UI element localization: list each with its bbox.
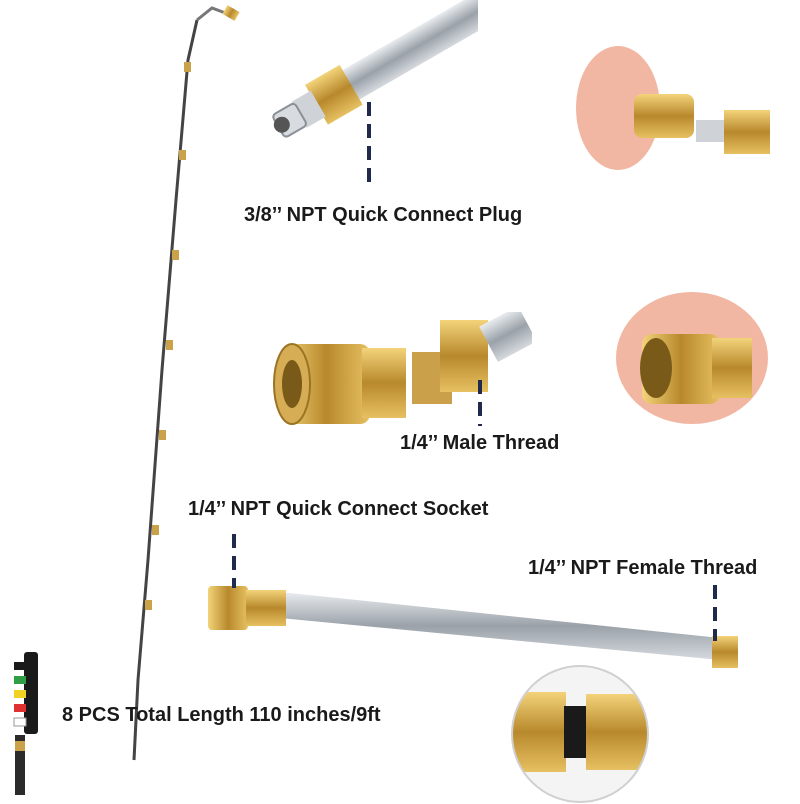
female-thread-closeup-photo [511,665,649,803]
socket-and-male-thread-photo [273,312,532,425]
label-quick-connect-plug: 3/8’’ NPT Quick Connect Plug [244,204,523,226]
nozzle-holder [13,652,38,734]
quick-connect-plug-photo [272,0,478,138]
dashed-pointer-female-thread [713,585,717,641]
hand-plug-photo [576,46,770,170]
dashed-pointer-socket [232,534,236,588]
wand-handle [15,735,25,795]
hand-socket-photo [616,292,768,424]
label-total-length: 8 PCS Total Length 110 inches/9ft [62,704,381,726]
label-female-thread: 1/4’’ NPT Female Thread [528,557,758,579]
extension-rod-photo [208,586,738,668]
dashed-pointer-plug [367,102,371,182]
dashed-pointer-male-thread [478,380,482,426]
label-male-thread: 1/4’’ Male Thread [400,432,560,454]
label-quick-connect-socket: 1/4’’ NPT Quick Connect Socket [188,498,489,520]
